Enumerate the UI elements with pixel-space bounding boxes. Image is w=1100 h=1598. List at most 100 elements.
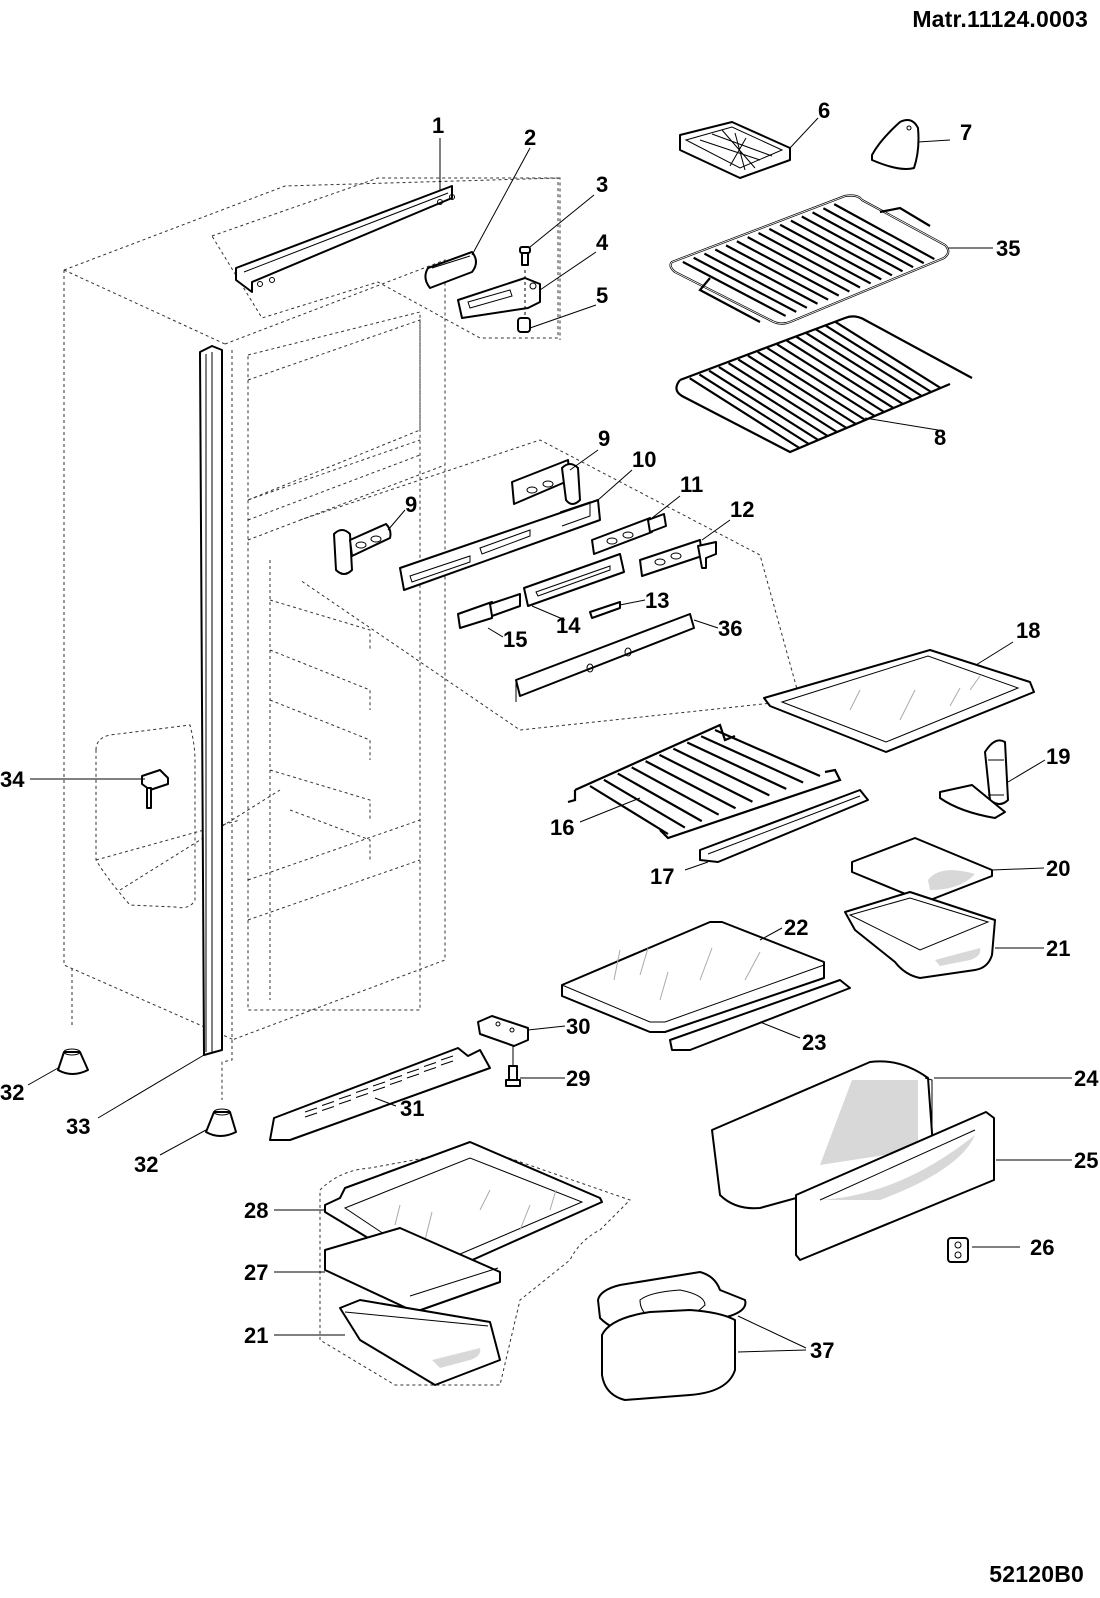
glass-shelf-framed bbox=[763, 649, 1035, 753]
shelf-wire bbox=[790, 219, 893, 277]
callout-34: 34 bbox=[0, 767, 25, 792]
rack-wire bbox=[603, 778, 686, 829]
shelf-wire bbox=[757, 350, 866, 421]
shelf-front-trim bbox=[669, 979, 851, 1051]
shelf-wire bbox=[714, 248, 819, 305]
drawer-lid bbox=[851, 837, 993, 903]
callout-24: 24 bbox=[1074, 1066, 1099, 1091]
leader-lines bbox=[27, 117, 1072, 1353]
shelf-wire bbox=[825, 324, 932, 393]
vent-slot bbox=[321, 1101, 335, 1106]
callout-20: 20 bbox=[1046, 856, 1070, 881]
shelf-wire bbox=[718, 366, 829, 437]
callout-7: 7 bbox=[960, 120, 972, 145]
rack-wire bbox=[645, 760, 737, 810]
vent-slot bbox=[338, 1094, 352, 1100]
vent-slot bbox=[372, 1081, 386, 1087]
shelf-wire bbox=[708, 369, 819, 441]
callout-23: 23 bbox=[802, 1030, 826, 1055]
callout-13: 13 bbox=[645, 588, 669, 613]
hinge-pin bbox=[519, 246, 531, 266]
bottle-rack bbox=[567, 723, 842, 840]
callout-30: 30 bbox=[566, 1014, 590, 1039]
rack-wire bbox=[686, 741, 787, 790]
lower-hinge-block bbox=[477, 1015, 529, 1047]
shelf-wire bbox=[812, 211, 914, 269]
vent-slot bbox=[304, 1107, 318, 1113]
crisper-drawer bbox=[339, 1299, 501, 1386]
shelf-wire bbox=[801, 215, 904, 273]
base-plinth bbox=[269, 1047, 491, 1141]
shelf-wire bbox=[822, 207, 925, 265]
wire-shelf bbox=[675, 315, 973, 454]
shelf-wire bbox=[768, 227, 872, 285]
callout-8: 8 bbox=[934, 425, 946, 450]
cabinet-side-trim bbox=[199, 345, 223, 1056]
shelf-wire bbox=[834, 320, 942, 389]
shelf-wire bbox=[815, 328, 923, 397]
shelf-wire bbox=[689, 377, 801, 449]
callout-35: 35 bbox=[996, 236, 1020, 261]
shelf-wire bbox=[786, 339, 895, 409]
callout-10: 10 bbox=[632, 447, 656, 472]
callout-6: 6 bbox=[818, 98, 830, 123]
callout-5: 5 bbox=[596, 283, 608, 308]
crisper-cover bbox=[324, 1227, 501, 1313]
callout-9-left: 9 bbox=[405, 492, 417, 517]
callout-14: 14 bbox=[556, 613, 581, 638]
callout-32-right: 32 bbox=[134, 1152, 158, 1177]
hinge-cover bbox=[424, 251, 477, 289]
vent-slot bbox=[372, 1086, 386, 1092]
rack-wire bbox=[714, 728, 821, 778]
bin-front bbox=[795, 1111, 995, 1261]
callout-31: 31 bbox=[400, 1096, 424, 1121]
glass-shelf bbox=[561, 921, 825, 1033]
freezer-wire-shelf bbox=[669, 194, 950, 325]
vent-slot bbox=[389, 1075, 403, 1080]
drawing-code: 52120B0 bbox=[989, 1561, 1084, 1587]
vent-slot bbox=[423, 1062, 437, 1067]
rack-wire bbox=[672, 747, 770, 797]
rack-wire bbox=[631, 766, 720, 816]
callout-37: 37 bbox=[810, 1338, 834, 1363]
callout-15: 15 bbox=[503, 627, 527, 652]
middle-hinge-a bbox=[591, 513, 667, 555]
callout-21-upper: 21 bbox=[1046, 936, 1070, 961]
shelf-wire bbox=[805, 332, 913, 401]
shelf-wire bbox=[766, 347, 876, 417]
hinge-bushing bbox=[517, 270, 531, 333]
gasket-strip bbox=[589, 601, 621, 619]
shelf-wire bbox=[682, 260, 787, 317]
mullion-cover bbox=[523, 553, 625, 607]
vent-slot bbox=[440, 1055, 454, 1061]
callout-36: 36 bbox=[718, 616, 742, 641]
foot-right bbox=[205, 1108, 237, 1137]
rack-wire bbox=[700, 735, 804, 784]
callout-16: 16 bbox=[550, 815, 574, 840]
foot-left bbox=[57, 1048, 89, 1075]
callout-9-right: 9 bbox=[598, 426, 610, 451]
shelf-wire bbox=[779, 223, 882, 281]
shelf-wire bbox=[693, 256, 797, 313]
callout-22: 22 bbox=[784, 915, 808, 940]
callout-labels: 1 2 3 4 5 6 7 35 8 9 9 10 11 12 13 14 15… bbox=[0, 98, 1099, 1363]
shelf-wire bbox=[757, 232, 861, 289]
shelf-trim bbox=[699, 789, 869, 863]
shelf-wire bbox=[725, 244, 829, 301]
callout-12: 12 bbox=[730, 497, 754, 522]
callout-11: 11 bbox=[680, 472, 703, 497]
scraper bbox=[871, 119, 920, 170]
mullion-profile bbox=[515, 613, 695, 702]
shelf-wire bbox=[747, 354, 857, 425]
cabinet-outline bbox=[63, 177, 801, 1386]
vent-slot bbox=[389, 1080, 403, 1085]
vent-slot bbox=[423, 1067, 437, 1072]
ice-tray bbox=[679, 121, 791, 179]
lower-hinge-bolt bbox=[505, 1046, 521, 1087]
middle-hinge-bracket-left bbox=[333, 523, 392, 575]
drawer-upper bbox=[844, 891, 996, 979]
shelf-wire bbox=[698, 373, 810, 445]
vent-slot bbox=[406, 1073, 420, 1079]
upper-hinge bbox=[457, 277, 541, 319]
